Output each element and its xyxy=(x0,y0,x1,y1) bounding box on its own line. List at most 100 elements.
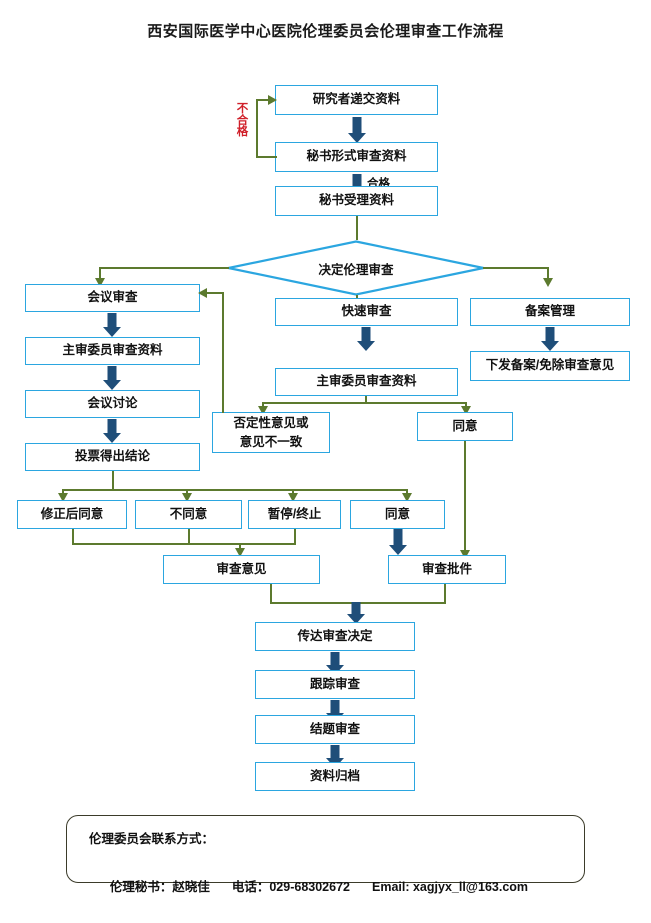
line-vote-out-2 xyxy=(186,489,189,496)
arrowhead-outcome-disagree-icon xyxy=(181,493,192,502)
arrowhead-outcome-suspend-icon xyxy=(287,493,298,502)
node-meeting-discuss-label: 会议讨论 xyxy=(87,396,138,411)
node-follow-up-review[interactable]: 跟踪审查 xyxy=(255,670,415,699)
node-closure-review[interactable]: 结题审查 xyxy=(255,715,415,744)
arrowhead-negative-back-icon xyxy=(198,287,207,298)
node-archive-label: 资料归档 xyxy=(309,768,360,783)
arrowhead-decide-left-icon xyxy=(94,278,105,287)
arrow-meeting-to-reviewer-docs xyxy=(102,313,122,337)
node-submit[interactable]: 研究者递交资料 xyxy=(275,85,438,115)
node-accept-label: 秘书受理资料 xyxy=(318,193,394,208)
node-agree-vote[interactable]: 同意 xyxy=(350,500,445,529)
line-approval-down xyxy=(444,584,447,604)
node-filing-management[interactable]: 备案管理 xyxy=(470,298,630,326)
arrowhead-outcome-revision-icon xyxy=(57,493,68,502)
arrowhead-review-opinion-icon xyxy=(234,548,245,557)
node-follow-up-review-label: 跟踪审查 xyxy=(309,676,360,691)
node-meeting-reviewer-docs-label: 主审委员审查资料 xyxy=(62,343,163,358)
loop-reject-arrowhead-icon xyxy=(268,94,277,105)
arrow-discuss-to-vote xyxy=(102,419,122,443)
node-meeting-review-label: 会议审查 xyxy=(87,290,138,305)
node-review-opinion-label: 审查意见 xyxy=(216,561,267,576)
node-filing-management-label: 备案管理 xyxy=(524,304,575,319)
node-submit-label: 研究者递交资料 xyxy=(312,92,401,107)
node-agree-after-revision-label: 修正后同意 xyxy=(40,506,104,521)
line-vote-down xyxy=(112,471,115,491)
line-opinion-down xyxy=(270,584,273,604)
line-decide-left-down xyxy=(99,266,102,282)
node-vote-conclusion-label: 投票得出结论 xyxy=(74,449,150,464)
contact-secretary: 伦理秘书：赵晓佳 xyxy=(109,879,210,894)
node-formal-review-label: 秘书形式审查资料 xyxy=(306,149,407,164)
diamond-shape-icon xyxy=(228,240,484,296)
node-agree-fast-label: 同意 xyxy=(452,418,478,433)
contact-email[interactable]: Email: xagjyx_ll@163.com xyxy=(372,879,529,894)
node-filing-opinion[interactable]: 下发备案/免除审查意见 xyxy=(470,351,630,381)
node-suspend-terminate[interactable]: 暂停/终止 xyxy=(248,500,341,529)
line-revision-down xyxy=(72,529,75,545)
line-decide-right xyxy=(483,266,549,270)
line-decide-right-down xyxy=(547,266,550,282)
line-suspend-down xyxy=(294,529,297,545)
node-disagree-label: 不同意 xyxy=(169,506,208,521)
node-fast-reviewer-docs[interactable]: 主审委员审查资料 xyxy=(275,368,458,396)
node-fast-review[interactable]: 快速审查 xyxy=(275,298,458,326)
line-negative-back-up xyxy=(222,292,225,413)
node-meeting-discuss[interactable]: 会议讨论 xyxy=(25,390,200,418)
node-vote-conclusion[interactable]: 投票得出结论 xyxy=(25,443,200,471)
line-agree-fast-down xyxy=(464,441,467,553)
node-convey-decision-label: 传达审查决定 xyxy=(297,628,373,643)
node-formal-review[interactable]: 秘书形式审查资料 xyxy=(275,142,438,172)
node-filing-opinion-label: 下发备案/免除审查意见 xyxy=(485,358,615,373)
arrowhead-outcome-agree-icon xyxy=(401,493,412,502)
arrowhead-approval-from-fast-icon xyxy=(459,550,470,559)
contact-heading: 伦理委员会联系方式： xyxy=(89,832,215,846)
loop-reject-vertical xyxy=(256,99,259,158)
node-review-opinion[interactable]: 审查意见 xyxy=(163,555,320,584)
node-negative-opinion[interactable]: 否定性意见或 意见不一致 xyxy=(212,412,330,453)
line-fast-docs-split xyxy=(262,402,467,405)
line-outcomes-merge xyxy=(72,543,296,546)
line-negative-back-left xyxy=(206,292,224,295)
line-decide-left xyxy=(99,266,229,270)
arrowhead-decide-right-icon xyxy=(542,278,553,287)
edge-label-reject: 不合格 xyxy=(236,103,249,139)
node-disagree[interactable]: 不同意 xyxy=(135,500,242,529)
line-disagree-down xyxy=(188,529,191,545)
node-accept[interactable]: 秘书受理资料 xyxy=(275,186,438,216)
node-closure-review-label: 结题审查 xyxy=(309,721,360,736)
node-suspend-terminate-label: 暂停/终止 xyxy=(267,506,322,521)
node-review-approval-label: 审查批件 xyxy=(421,561,472,576)
node-decide-ethics-review[interactable]: 决定伦理审查 xyxy=(227,240,485,296)
line-fast-split-left xyxy=(262,402,265,409)
line-fast-split-right xyxy=(465,402,468,409)
arrow-agree-vote-to-approval xyxy=(388,529,408,555)
node-archive[interactable]: 资料归档 xyxy=(255,762,415,791)
node-review-approval[interactable]: 审查批件 xyxy=(388,555,506,584)
node-decide-label: 决定伦理审查 xyxy=(318,262,394,277)
arrowhead-negative-icon xyxy=(257,406,268,415)
line-vote-out-4 xyxy=(406,489,409,496)
node-fast-review-label: 快速审查 xyxy=(341,304,392,319)
arrow-filing-to-opinion xyxy=(540,327,560,351)
node-meeting-review[interactable]: 会议审查 xyxy=(25,284,200,312)
arrow-merge-to-convey xyxy=(346,602,366,624)
node-negative-opinion-line2: 意见不一致 xyxy=(239,434,303,449)
contact-phone: 电话：029-68302672 xyxy=(231,879,350,894)
arrowhead-agree-fast-icon xyxy=(460,406,471,415)
line-accept-to-decide xyxy=(355,216,359,240)
node-agree-after-revision[interactable]: 修正后同意 xyxy=(17,500,127,529)
node-convey-decision[interactable]: 传达审查决定 xyxy=(255,622,415,651)
line-vote-out-1 xyxy=(62,489,65,496)
node-meeting-reviewer-docs[interactable]: 主审委员审查资料 xyxy=(25,337,200,365)
arrow-fast-to-reviewer-docs xyxy=(356,327,376,351)
node-agree-fast[interactable]: 同意 xyxy=(417,412,513,441)
node-agree-vote-label: 同意 xyxy=(384,506,410,521)
line-vote-out-3 xyxy=(292,489,295,496)
arrow-reviewer-docs-to-discuss xyxy=(102,366,122,390)
node-negative-opinion-line1: 否定性意见或 xyxy=(233,416,309,431)
contact-card: 伦理委员会联系方式： 伦理秘书：赵晓佳 电话：029-68302672 Email:… xyxy=(66,815,585,894)
line-vote-split xyxy=(62,489,408,492)
contact-details: 伦理秘书：赵晓佳 电话：029-68302672 Email: xagjyx_ll@… xyxy=(89,852,584,923)
